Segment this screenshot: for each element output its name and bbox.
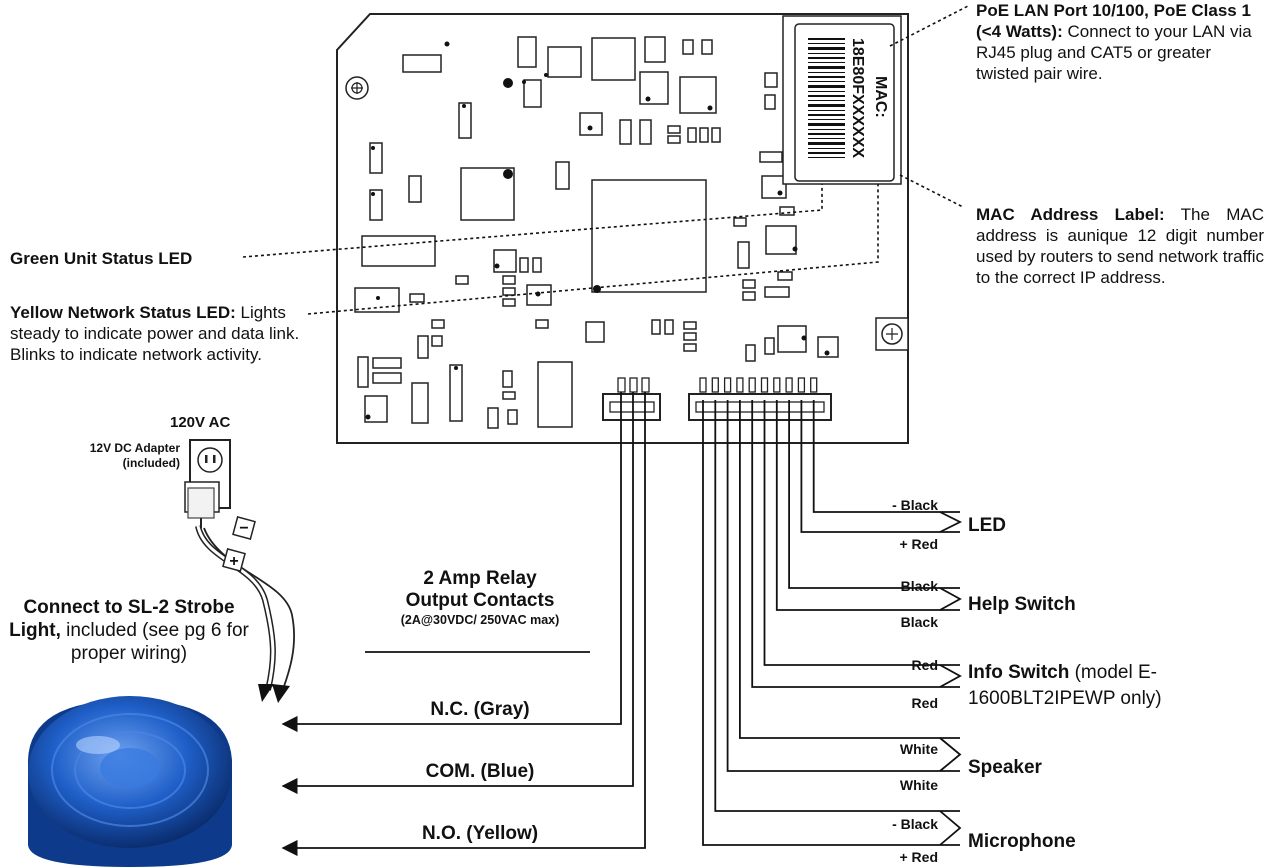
- connector-pin: [810, 377, 818, 393]
- signal-wire: [812, 400, 960, 513]
- relay-output-nc: N.C. (Gray): [430, 699, 530, 720]
- signal-wire: [702, 400, 960, 846]
- relay-output-no: N.O. (Yellow): [421, 823, 539, 844]
- connector-pin: [723, 377, 732, 393]
- strobe-callout: Connect to SL-2 Strobe Light, included (…: [9, 597, 249, 664]
- connector-pin: [711, 377, 719, 393]
- signal-wire: [775, 400, 960, 611]
- signal-wire: [726, 400, 960, 772]
- mac-label-title: MAC:: [872, 76, 889, 118]
- connector-pin: [785, 377, 793, 393]
- relay-connector: [602, 377, 661, 421]
- power-cord: [196, 525, 275, 691]
- green-led-callout: Green Unit Status LED: [10, 249, 193, 268]
- barcode: [808, 38, 845, 158]
- connector-pin: [699, 377, 707, 393]
- signal-wires: [702, 400, 963, 846]
- mac-label-value: 18E80FXXXXXX: [849, 38, 866, 158]
- adapter-label: 12V DC Adapter (included): [89, 441, 180, 470]
- info-wire-top: Red: [911, 657, 938, 673]
- wire-junction: [939, 664, 962, 688]
- speaker-wire-bottom: White: [899, 777, 938, 793]
- yellow-led-callout: Yellow Network Status LED: Lights steady…: [10, 303, 300, 364]
- wire-junction: [939, 511, 963, 533]
- signal-wire: [788, 400, 960, 589]
- callout-lines: [242, 5, 969, 315]
- mounting-hole-icon: [875, 317, 909, 351]
- led-group-label: LED: [968, 515, 1006, 536]
- info-wire-bottom: Red: [911, 695, 938, 711]
- connector-pin: [736, 377, 744, 393]
- wire-connector: [688, 393, 832, 421]
- help-group-label: Help Switch: [968, 594, 1076, 615]
- wire-junction: [939, 810, 962, 846]
- plus-marker: +: [229, 553, 238, 570]
- info-group-label: Info Switch (model E-1600BLT2IPEWP only): [968, 662, 1162, 709]
- arrow-heads: [258, 684, 290, 703]
- power-outlet-icon: [184, 439, 231, 528]
- wire-junction: [939, 587, 962, 611]
- connector-pin: [748, 377, 756, 393]
- minus-marker: −: [239, 520, 248, 537]
- speaker-group-label: Speaker: [968, 757, 1042, 778]
- mac-address-callout: MAC Address Label: The MAC address is au…: [976, 205, 1264, 287]
- relay-wires: [281, 392, 646, 857]
- connector-pins: [699, 377, 818, 393]
- relay-title-line2: Output Contacts: [405, 590, 555, 611]
- strobe-light-icon: [28, 696, 232, 867]
- mic-wire-bottom: + Red: [899, 849, 938, 865]
- wire-junction: [939, 737, 962, 772]
- relay-title-line1: 2 Amp Relay: [423, 568, 537, 589]
- help-wire-top: Black: [900, 578, 938, 594]
- polarity-markers: − +: [222, 516, 256, 572]
- mac-address-label: MAC: 18E80FXXXXXX: [782, 15, 902, 185]
- signal-wire: [739, 400, 960, 739]
- signal-wire: [763, 400, 960, 666]
- circuit-board: MAC: 18E80FXXXXXX: [336, 13, 909, 444]
- help-wire-bottom: Black: [900, 614, 938, 630]
- led-wire-bottom: + Red: [899, 536, 938, 552]
- ac-label: 120V AC: [170, 414, 231, 431]
- connector-pin: [797, 377, 806, 393]
- signal-wire: [714, 400, 960, 812]
- relay-output-com: COM. (Blue): [425, 761, 535, 782]
- signal-wire: [751, 400, 960, 688]
- mic-group-label: Microphone: [968, 831, 1076, 852]
- connector-pin: [773, 377, 781, 393]
- mounting-hole-icon: [345, 76, 369, 100]
- poe-port-callout: PoE LAN Port 10/100, PoE Class 1 (<4 Wat…: [976, 1, 1252, 83]
- signal-wire: [800, 400, 960, 533]
- connector-pin: [760, 377, 769, 393]
- speaker-wire-top: White: [899, 741, 938, 757]
- mic-wire-top: - Black: [892, 816, 938, 832]
- led-wire-top: - Black: [892, 497, 938, 513]
- relay-rating: (2A@30VDC/ 250VAC max): [400, 613, 560, 627]
